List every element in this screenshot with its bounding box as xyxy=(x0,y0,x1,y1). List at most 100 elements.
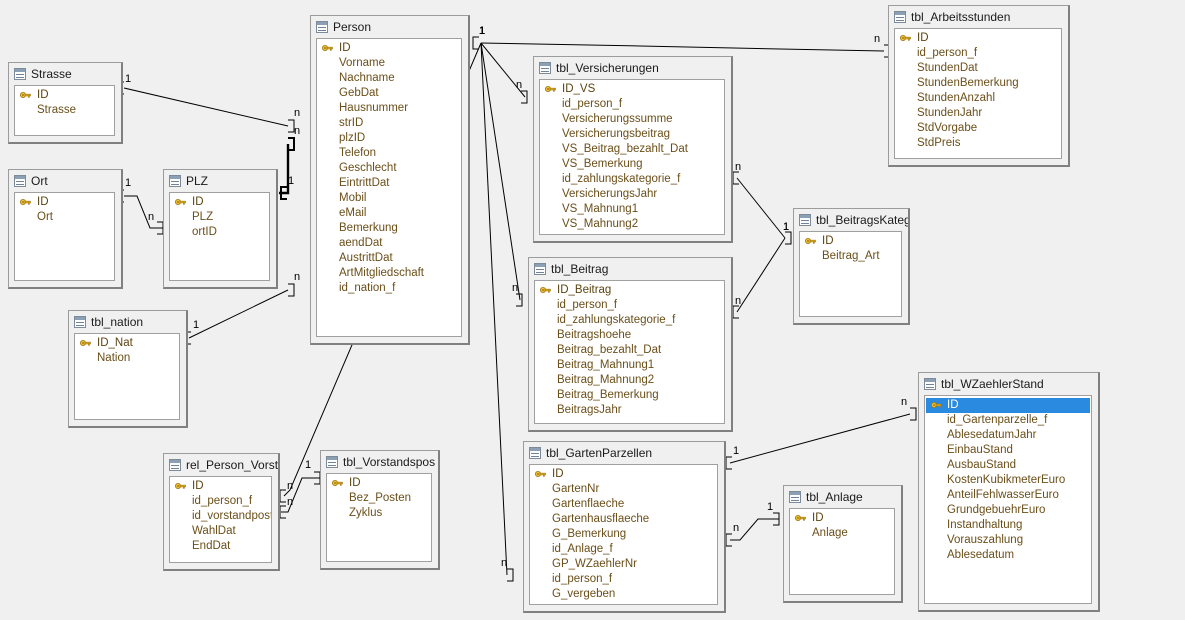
field-row[interactable]: VS_Mahnung2 xyxy=(540,217,724,232)
field-row[interactable]: Vorauszahlung xyxy=(925,533,1091,548)
field-row[interactable]: Gartenflaeche xyxy=(530,497,717,512)
field-row[interactable]: ID xyxy=(895,31,1061,46)
relationship-line-rel-gartenparzellen-wzaehler[interactable] xyxy=(729,413,911,464)
field-row[interactable]: AblesedatumJahr xyxy=(925,428,1091,443)
field-row[interactable]: ID xyxy=(327,476,431,491)
table-header-strasse[interactable]: Strasse xyxy=(9,63,121,84)
field-row[interactable]: StdVorgabe xyxy=(895,121,1061,136)
field-row[interactable]: Anlage xyxy=(790,526,894,541)
field-row[interactable]: ID xyxy=(170,195,269,210)
field-row[interactable]: VS_Bemerkung xyxy=(540,157,724,172)
field-row[interactable]: Beitrag_Mahnung1 xyxy=(535,358,724,373)
field-row[interactable]: ID xyxy=(530,467,717,482)
field-row[interactable]: ID xyxy=(317,41,461,56)
table-header-person[interactable]: Person xyxy=(311,16,468,37)
field-row[interactable]: Zyklus xyxy=(327,506,431,521)
field-row[interactable]: Vorname xyxy=(317,56,461,71)
field-row[interactable]: Beitragshoehe xyxy=(535,328,724,343)
field-row[interactable]: ID xyxy=(170,479,271,494)
relationship-line-rel-strasse-person[interactable] xyxy=(123,87,289,127)
field-row[interactable]: eMail xyxy=(317,206,461,221)
field-row[interactable]: VS_Beitrag_bezahlt_Dat xyxy=(540,142,724,157)
field-row[interactable]: StundenDat xyxy=(895,61,1061,76)
field-row[interactable]: Mobil xyxy=(317,191,461,206)
field-row[interactable]: id_vorstandposte xyxy=(170,509,271,524)
field-row[interactable]: Geschlecht xyxy=(317,161,461,176)
field-row[interactable]: id_person_f xyxy=(530,572,717,587)
field-row[interactable]: Versicherungsbeitrag xyxy=(540,127,724,142)
field-row[interactable]: Beitrag_Art xyxy=(800,249,901,264)
field-row[interactable]: Beitrag_Bemerkung xyxy=(535,388,724,403)
field-row[interactable]: GebDat xyxy=(317,86,461,101)
field-row[interactable]: id_person_f xyxy=(540,97,724,112)
field-row[interactable]: id_nation_f xyxy=(317,281,461,296)
field-row[interactable]: EinbauStand xyxy=(925,443,1091,458)
field-row[interactable]: Telefon xyxy=(317,146,461,161)
field-row[interactable]: id_zahlungskategorie_f xyxy=(535,313,724,328)
field-row[interactable]: Strasse xyxy=(15,103,114,118)
relationship-line-rel-person-beitrag[interactable] xyxy=(480,42,521,301)
relationship-line-rel-plz-person[interactable] xyxy=(279,144,290,195)
field-row[interactable]: AusbauStand xyxy=(925,458,1091,473)
field-row[interactable]: ID xyxy=(790,511,894,526)
field-row[interactable]: ortID xyxy=(170,225,269,240)
field-row[interactable]: ID xyxy=(800,234,901,249)
field-row[interactable]: Hausnummer xyxy=(317,101,461,116)
table-header-tbl_gartenparzellen[interactable]: tbl_GartenParzellen xyxy=(524,442,724,463)
field-row[interactable]: Versicherungssumme xyxy=(540,112,724,127)
table-header-tbl_versicherungen[interactable]: tbl_Versicherungen xyxy=(534,57,731,78)
field-row[interactable]: G_vergeben xyxy=(530,587,717,602)
field-row[interactable]: id_Gartenparzelle_f xyxy=(925,413,1091,428)
field-row[interactable]: GartenNr xyxy=(530,482,717,497)
field-row[interactable]: Beitrag_bezahlt_Dat xyxy=(535,343,724,358)
field-row[interactable]: KostenKubikmeterEuro xyxy=(925,473,1091,488)
table-header-tbl_vorstandspos[interactable]: tbl_Vorstandspos xyxy=(321,451,438,472)
field-row[interactable]: VersicherungsJahr xyxy=(540,187,724,202)
field-row[interactable]: id_zahlungskategorie_f xyxy=(540,172,724,187)
field-row[interactable]: GP_WZaehlerNr xyxy=(530,557,717,572)
field-row[interactable]: StundenBemerkung xyxy=(895,76,1061,91)
relationship-line-rel-person-arbeitsstunden[interactable] xyxy=(480,42,885,52)
field-row[interactable]: Ablesedatum xyxy=(925,548,1091,563)
relationship-line-rel-person-gartenparzellen[interactable] xyxy=(480,42,508,576)
field-row[interactable]: Nation xyxy=(75,351,179,366)
field-row[interactable]: EintrittDat xyxy=(317,176,461,191)
field-row[interactable]: strID xyxy=(317,116,461,131)
field-row[interactable]: Bez_Posten xyxy=(327,491,431,506)
table-header-rel_person_vorstand[interactable]: rel_Person_Vorsta xyxy=(164,454,278,475)
field-row[interactable]: ID xyxy=(15,88,114,103)
field-row[interactable]: id_person_f xyxy=(170,494,271,509)
field-row[interactable]: Beitrag_Mahnung2 xyxy=(535,373,724,388)
field-row[interactable]: id_Anlage_f xyxy=(530,542,717,557)
field-row[interactable]: WahlDat xyxy=(170,524,271,539)
table-header-plz[interactable]: PLZ xyxy=(164,170,276,191)
field-row[interactable]: id_person_f xyxy=(535,298,724,313)
field-row[interactable]: ID_Nat xyxy=(75,336,179,351)
field-row[interactable]: AnteilFehlwasserEuro xyxy=(925,488,1091,503)
